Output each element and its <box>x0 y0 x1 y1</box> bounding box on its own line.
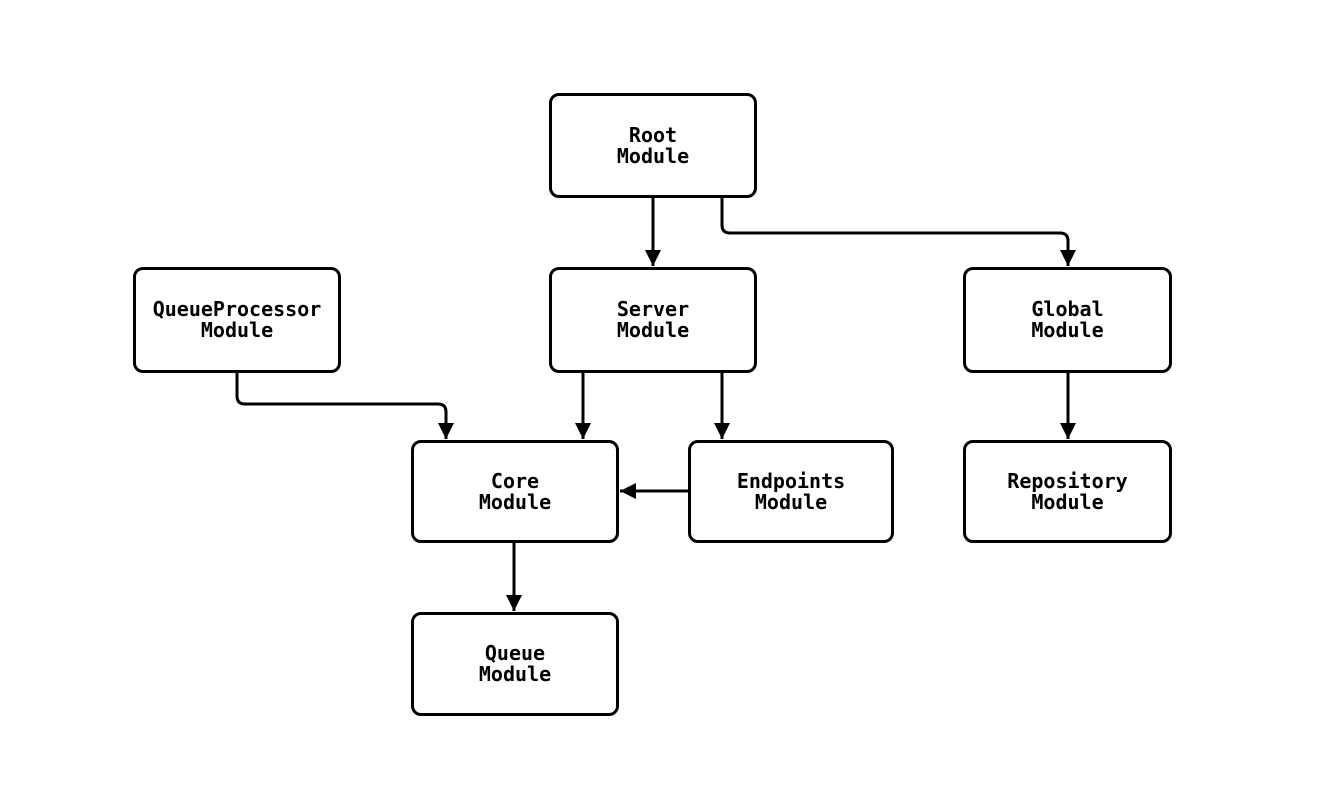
node-queue-module-label: Queue Module <box>478 641 552 686</box>
node-global-module-label: Global Module <box>1031 297 1104 342</box>
node-repository-module: Repository Module <box>963 440 1172 543</box>
node-endpoints-module-label: Endpoints Module <box>736 468 846 514</box>
node-core-module: Core Module <box>411 440 619 543</box>
node-queue-module: Queue Module <box>411 612 619 716</box>
node-queueprocessor-module: QueueProcessor Module <box>133 267 341 373</box>
node-global-module: Global Module <box>963 267 1172 373</box>
node-endpoints-module: Endpoints Module <box>688 440 894 543</box>
node-root-module-label: Root Module <box>616 122 690 168</box>
node-server-module: Server Module <box>549 267 757 373</box>
node-root-module: Root Module <box>549 93 757 198</box>
node-core-module-label: Core Module <box>478 468 552 514</box>
node-repository-module-label: Repository Module <box>1007 468 1128 514</box>
edge-queueprocessor-to-core <box>235 373 454 439</box>
node-queueprocessor-module-label: QueueProcessor Module <box>152 297 322 342</box>
node-server-module-label: Server Module <box>616 297 690 342</box>
edge-root-to-global <box>720 198 1076 266</box>
